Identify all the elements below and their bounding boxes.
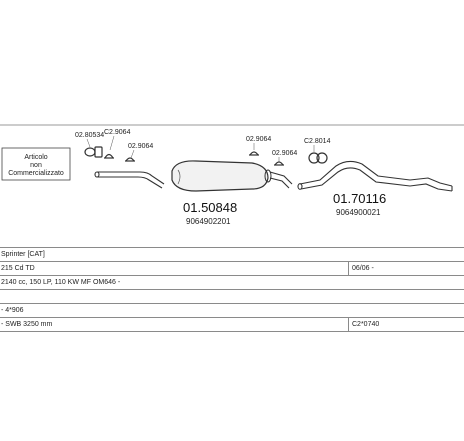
info-date: 06/06 - (352, 265, 374, 272)
exhaust-diagram: Articolo non Commercializzato 02.80534 C… (0, 124, 464, 226)
part-label-02-9064-a: 02.9064 (128, 143, 153, 150)
info-type: - 4*906 (1, 307, 24, 314)
info-row-type: - 4*906 (0, 303, 464, 318)
clamp-icon (249, 151, 259, 156)
part-label-c2-9064: C2.9064 (104, 129, 131, 136)
front-pipe (94, 171, 165, 189)
muffler-ref-01-50848: 9064902201 (186, 217, 231, 226)
column-divider (348, 262, 349, 276)
info-row-wheelbase: - SWB 3250 mm C2*0740 (0, 317, 464, 332)
part-label-c2-8014: C2.8014 (304, 138, 331, 145)
info-row-empty (0, 289, 464, 304)
note-line-3: Commercializzato (8, 170, 64, 177)
info-model: Sprinter [CAT] (1, 251, 45, 258)
muffler-ref-01-70116: 9064900021 (336, 208, 381, 217)
clamp-icon (104, 153, 114, 159)
gasket-icon (84, 146, 103, 158)
info-engine: 215 Cd TD (1, 265, 35, 272)
tail-pipe-01-70116 (297, 160, 453, 192)
part-label-02-9064-b: 02.9064 (246, 136, 271, 143)
info-row-specs: 2140 cc, 150 LP, 110 KW MF OM646 - (0, 275, 464, 290)
column-divider (348, 318, 349, 332)
info-code: C2*0740 (352, 321, 380, 328)
info-specs: 2140 cc, 150 LP, 110 KW MF OM646 - (1, 279, 121, 286)
note-line-1: Articolo (24, 154, 47, 161)
clamp-icon (274, 161, 284, 166)
part-label-02-9064-c: 02.9064 (272, 150, 297, 157)
info-wheelbase: - SWB 3250 mm (1, 321, 53, 328)
info-row-model: Sprinter [CAT] (0, 247, 464, 262)
muffler-code-01-70116: 01.70116 (333, 191, 386, 206)
table-bottom-border (0, 331, 464, 332)
info-row-engine: 215 Cd TD 06/06 - (0, 261, 464, 276)
clamp-icon (125, 157, 135, 162)
not-sold-note: Articolo non Commercializzato (1, 147, 71, 181)
muffler-code-01-50848: 01.50848 (183, 200, 237, 215)
note-line-2: non (30, 162, 42, 169)
muffler-01-50848 (171, 160, 293, 192)
hanger-icon (308, 152, 328, 164)
part-label-02-80534: 02.80534 (75, 132, 104, 139)
